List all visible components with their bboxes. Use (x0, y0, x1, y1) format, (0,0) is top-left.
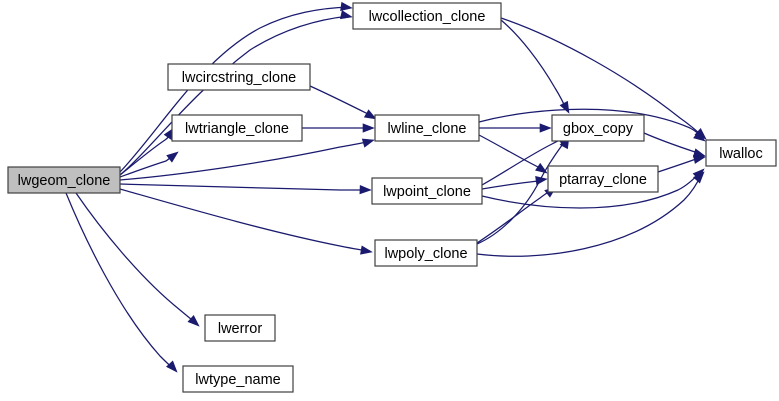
arrowhead-lwcircstring_clone-to-lwline_clone (363, 109, 377, 120)
arrowhead-lwgeom_clone-to-lwpoint_clone (359, 184, 372, 195)
nodes-layer: lwgeom_clone lwcollection_clone lwcircstri… (7, 2, 777, 393)
node-lwtriangle_clone[interactable]: lwtriangle_clone (171, 114, 303, 142)
node-box-gbox_copy[interactable] (551, 114, 645, 142)
node-box-lwalloc[interactable] (705, 139, 777, 167)
arrowhead-lwpoint_clone-to-ptarray_clone (535, 175, 548, 186)
node-box-ptarray_clone[interactable] (547, 165, 659, 193)
node-box-lwtype_name[interactable] (182, 365, 294, 393)
node-box-lwerror[interactable] (204, 314, 276, 342)
node-lwcollection_clone[interactable]: lwcollection_clone (352, 2, 502, 30)
arrowhead-lwcollection_clone-to-gbox_copy (559, 100, 570, 114)
edge-lwcircstring_clone-to-lwline_clone (309, 85, 376, 119)
edge-lwcollection_clone-to-lwalloc (500, 17, 704, 138)
arrowhead-lwgeom_clone-to-lwtype_name (165, 360, 178, 373)
node-lwpoly_clone[interactable]: lwpoly_clone (374, 239, 478, 267)
node-box-lwcircstring_clone[interactable] (167, 63, 311, 91)
node-box-lwpoly_clone[interactable] (374, 239, 478, 267)
edge-lwgeom_clone-to-lwerror (75, 192, 198, 325)
arrowhead-lwpoly_clone-to-lwalloc (692, 171, 705, 184)
node-lwgeom_clone[interactable]: lwgeom_clone (7, 166, 121, 194)
edge-lwgeom_clone-to-lwtriangle_clone (119, 154, 174, 178)
edge-gbox_copy-to-lwalloc (643, 132, 704, 156)
edge-lwgeom_clone-to-lwpoly_clone (119, 188, 371, 252)
arrowhead-lwgeom_clone-to-lwerror (187, 314, 200, 327)
node-box-lwtriangle_clone[interactable] (171, 114, 303, 142)
arrowhead-ptarray_clone-to-lwalloc (692, 154, 706, 164)
arrowhead-lwgeom_clone-to-lwtriangle_clone (166, 151, 179, 163)
edge-lwgeom_clone-to-lwcollection_clone (119, 6, 351, 173)
node-lwcircstring_clone[interactable]: lwcircstring_clone (167, 63, 311, 91)
node-box-lwgeom_clone[interactable] (7, 166, 121, 194)
node-lwtype_name[interactable]: lwtype_name (182, 365, 294, 393)
arrowhead-lwgeom_clone-to-lwcollection_clone (340, 1, 353, 12)
node-gbox_copy[interactable]: gbox_copy (551, 114, 645, 142)
edge-lwgeom_clone-to-lwline_clone (119, 140, 373, 181)
node-ptarray_clone[interactable]: ptarray_clone (547, 165, 659, 193)
arrowhead-lwtriangle_clone-to-lwline_clone (362, 123, 375, 133)
node-lwalloc[interactable]: lwalloc (705, 139, 777, 167)
arrowhead-lwgeom_clone-to-lwpoly_clone (360, 245, 373, 255)
edge-lwgeom_clone-to-lwpoint_clone (119, 183, 369, 191)
node-lwerror[interactable]: lwerror (204, 314, 276, 342)
node-lwline_clone[interactable]: lwline_clone (374, 114, 480, 142)
arrowhead-lwgeom_clone-to-lwcollection_clone (339, 10, 353, 20)
node-box-lwline_clone[interactable] (374, 114, 480, 142)
edge-lwpoly_clone-to-lwalloc (476, 172, 703, 257)
edge-lwpoly_clone-to-ptarray_clone (476, 187, 555, 244)
arrowhead-lwline_clone-to-ptarray_clone (535, 162, 548, 174)
arrowhead-lwgeom_clone-to-lwline_clone (361, 138, 375, 148)
arrowhead-lwline_clone-to-gbox_copy (539, 123, 552, 133)
edge-lwgeom_clone-to-lwcollection_clone (119, 15, 351, 176)
node-box-lwpoint_clone[interactable] (371, 177, 483, 205)
edge-lwgeom_clone-to-lwcircstring_clone (119, 131, 172, 176)
arrowhead-lwline_clone-to-lwalloc (693, 130, 706, 142)
node-lwpoint_clone[interactable]: lwpoint_clone (371, 177, 483, 205)
edge-lwcollection_clone-to-gbox_copy (500, 19, 568, 112)
node-box-lwcollection_clone[interactable] (352, 2, 502, 30)
edge-lwgeom_clone-to-lwtype_name (65, 192, 176, 371)
